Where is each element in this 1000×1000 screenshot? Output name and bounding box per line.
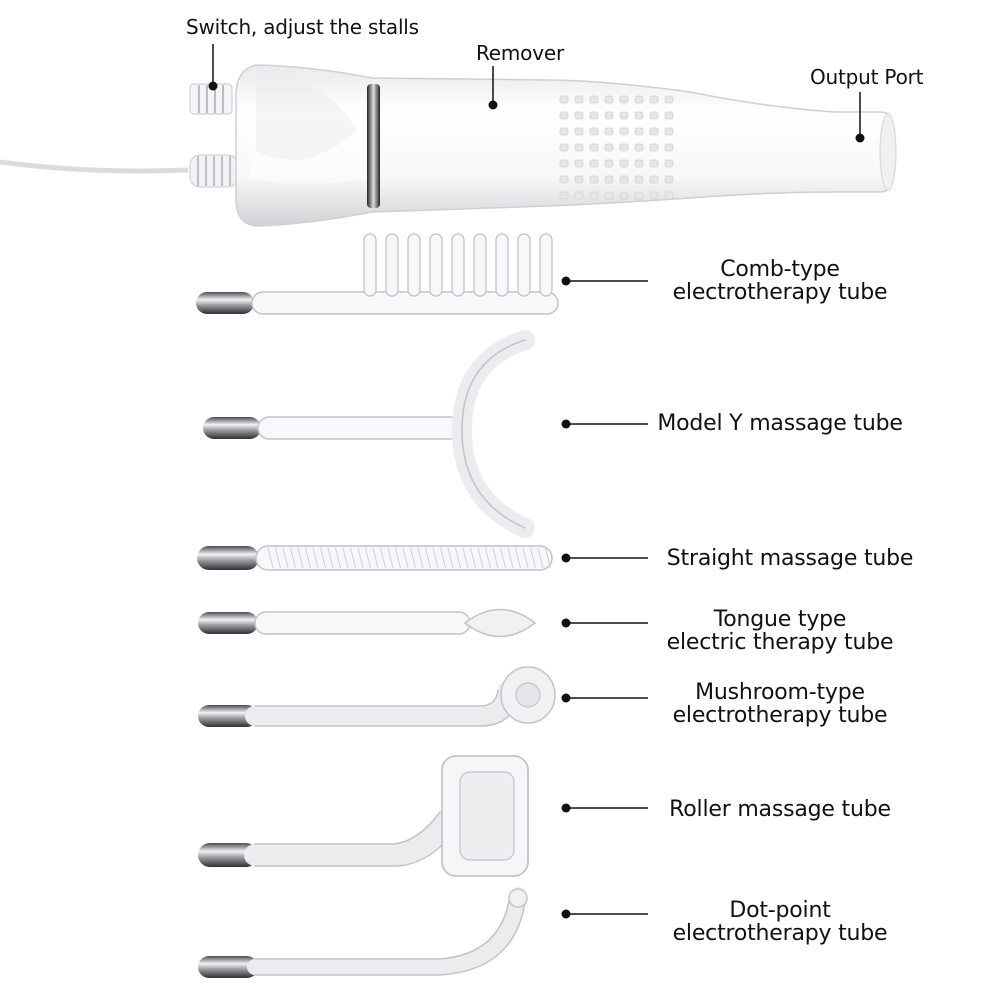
top-callouts: [208, 44, 865, 143]
output-port-tip: [879, 113, 897, 191]
tongue-tube: [198, 608, 537, 638]
straight-tube: [197, 545, 553, 571]
straight-tube-label: Straight massage tube: [666, 546, 914, 571]
dot-point-tube: [198, 887, 528, 978]
cable-spring: [189, 154, 239, 188]
y-tube: [203, 330, 535, 538]
remover-label: Remover: [476, 41, 564, 65]
grip-texture: [559, 95, 674, 200]
tube-callouts: [561, 276, 648, 919]
comb-tube: [196, 233, 559, 315]
switch-knob: [189, 83, 233, 115]
mushroom-tube: [198, 666, 556, 727]
output-port-label: Output Port: [810, 65, 924, 89]
handpiece: [0, 64, 897, 227]
chrome-ring: [367, 84, 380, 208]
roller-tube: [198, 755, 529, 877]
roller-tube-label: Roller massage tube: [669, 797, 891, 822]
switch-label: Switch, adjust the stalls: [186, 15, 419, 39]
y-tube-label: Model Y massage tube: [657, 411, 903, 436]
